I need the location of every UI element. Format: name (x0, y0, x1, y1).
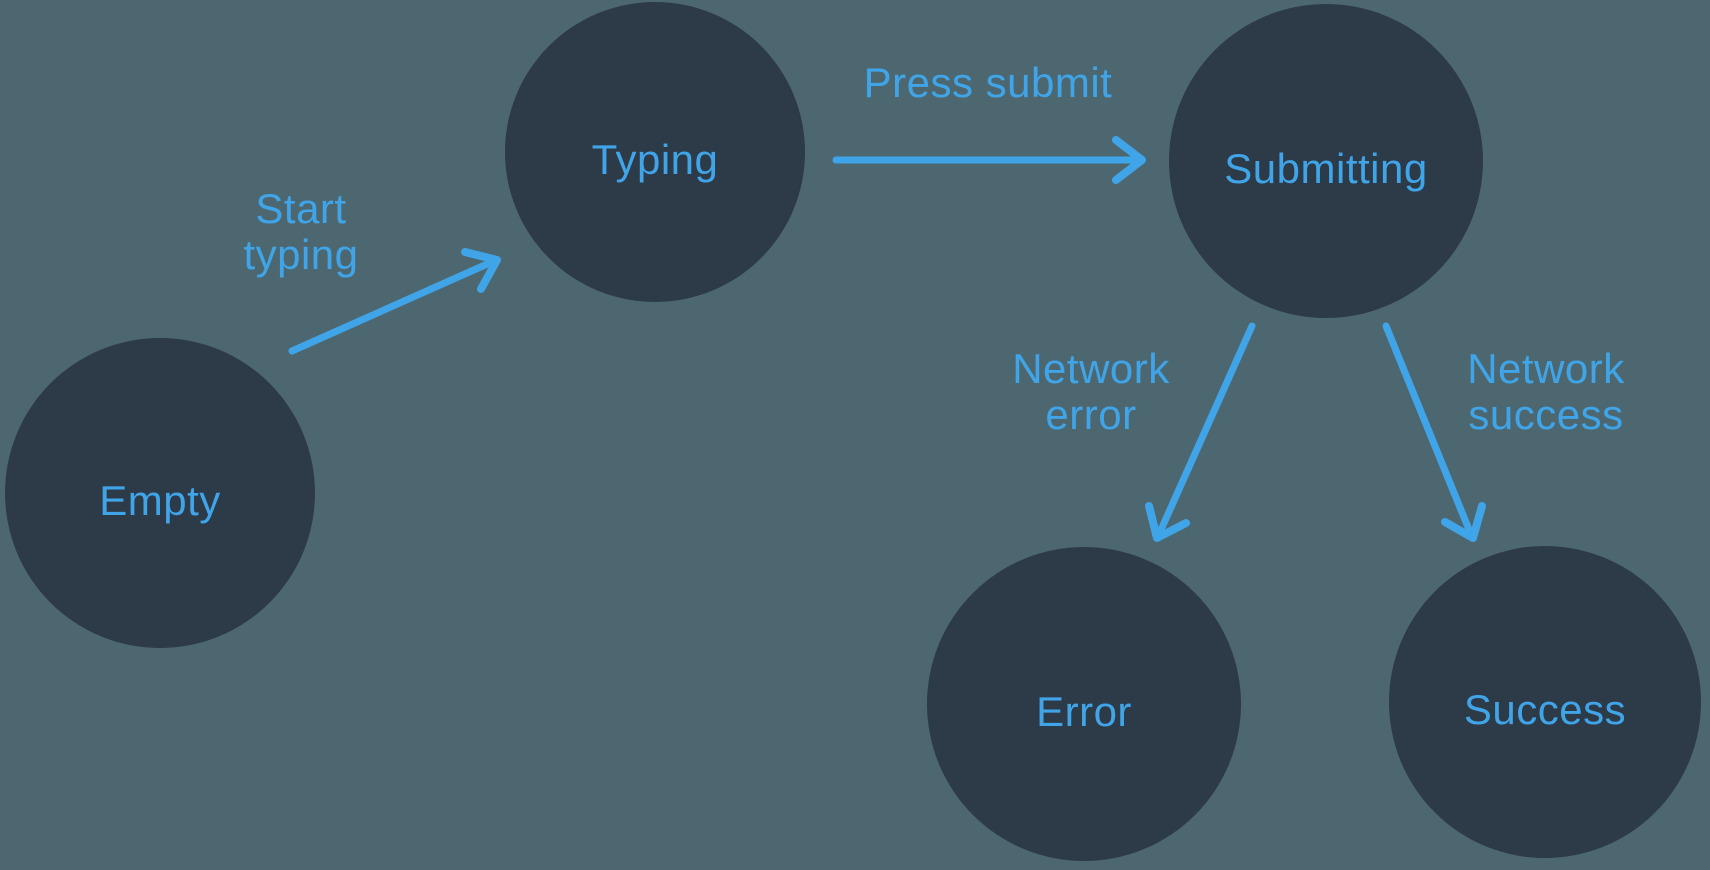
state-node-typing: Typing (505, 2, 805, 302)
state-label-submitting: Submitting (1224, 145, 1428, 192)
arrow-network-success (1382, 322, 1486, 542)
transition-label-press-submit: Press submit (863, 59, 1113, 106)
state-node-success: Success (1389, 546, 1701, 858)
state-node-submitting: Submitting (1169, 4, 1483, 318)
state-label-typing: Typing (591, 136, 719, 183)
state-label-error: Error (1036, 688, 1132, 735)
arrow-press-submit (832, 136, 1146, 184)
state-label-empty: Empty (99, 477, 221, 524)
transition-label-network-error: Network error (1012, 345, 1170, 438)
state-node-error: Error (927, 547, 1241, 861)
arrow-network-error (1145, 322, 1256, 542)
state-label-success: Success (1463, 686, 1627, 733)
arrow-start-typing (288, 248, 501, 355)
state-node-empty: Empty (5, 338, 315, 648)
transition-label-start-typing: Start typing (243, 185, 359, 278)
transition-label-network-success: Network success (1467, 345, 1625, 438)
